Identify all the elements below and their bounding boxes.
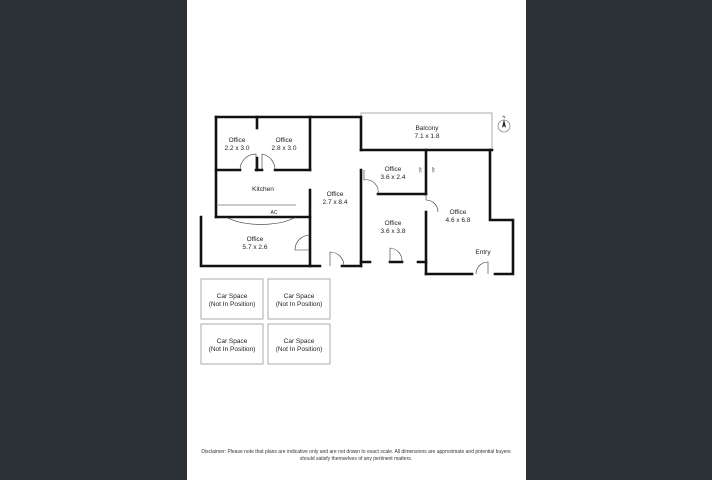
car-space-label: Car Space: [217, 338, 248, 345]
doors: [218, 153, 489, 275]
plan-sheet: [187, 0, 526, 480]
room-size: 3.6 x 3.8: [381, 228, 406, 235]
car-space: [200, 278, 264, 320]
room-name: Office: [247, 236, 264, 243]
room-name: Office: [276, 137, 293, 144]
car-space-label: Car Space: [284, 293, 315, 300]
compass-north-label: N: [503, 114, 506, 119]
compass-icon: N: [497, 114, 511, 133]
room-labels: Office 2.2 x 3.0 Office 2.8 x 3.0 Kitche…: [225, 125, 492, 256]
room-size: 5.7 x 2.6: [243, 244, 268, 251]
room-size: 3.6 x 2.4: [381, 174, 406, 181]
room-name: Office: [229, 137, 246, 144]
room-name: Office: [327, 191, 344, 198]
car-space: [267, 323, 331, 365]
car-space-note: (Not In Position): [209, 346, 256, 353]
room-size: 2.7 x 8.4: [323, 199, 348, 206]
room-name: Office: [385, 166, 402, 173]
room-name: Office: [450, 209, 467, 216]
room-name: Balcony: [415, 125, 439, 132]
car-space: [267, 278, 331, 320]
ac-label: AC: [418, 167, 423, 173]
car-space: [200, 323, 264, 365]
ac-label: AC: [271, 210, 278, 216]
room-name: Entry: [475, 249, 491, 256]
car-space-note: (Not In Position): [209, 301, 256, 308]
car-space-note: (Not In Position): [276, 346, 323, 353]
car-spaces: Car Space (Not In Position) Car Space (N…: [200, 278, 331, 365]
disclaimer-text: Disclaimer: Please note that plans are i…: [201, 449, 511, 462]
car-space-label: Car Space: [217, 293, 248, 300]
room-name: Office: [385, 220, 402, 227]
room-size: 7.1 x 1.8: [415, 133, 440, 140]
walls: [199, 115, 515, 276]
room-size: 2.2 x 3.0: [225, 145, 250, 152]
ac-label: AC: [431, 167, 436, 173]
car-space-note: (Not In Position): [276, 301, 323, 308]
room-name: Kitchen: [252, 186, 274, 193]
room-size: 4.6 x 6.8: [446, 217, 471, 224]
car-space-label: Car Space: [284, 338, 315, 345]
room-size: 2.8 x 3.0: [272, 145, 297, 152]
